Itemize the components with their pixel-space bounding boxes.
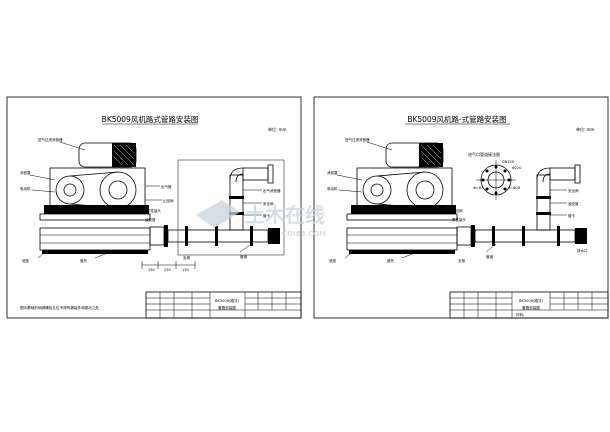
right-base <box>346 213 458 254</box>
right-detail-dia: Φ220 <box>512 166 521 170</box>
right-discharge-pipe <box>456 225 587 247</box>
right-intake-filter <box>385 142 444 168</box>
right-label-motor: 电动机 <box>327 186 338 191</box>
left-title: BK5009风机路式管路安装图 <box>102 114 199 124</box>
left-label-filter: 进气过滤消音器 <box>38 137 63 142</box>
right-sheet: BK5009风机路-式管路安装图 单位: mm <box>313 96 609 319</box>
left-label-cover: 消音罩 <box>20 170 31 175</box>
right-detail-title: 进气口管道接法图 <box>468 151 500 157</box>
left-footer-note: 图中基础的地脚螺栓孔位不得有漏装件和振动之处 <box>20 305 99 310</box>
left-label-bellows: 波纹管 <box>145 217 156 222</box>
left-label-check: 止回阀 <box>163 198 174 203</box>
left-tb-model: BK5009(路式) <box>215 298 240 303</box>
left-label-valve: 安全阀 <box>263 201 274 206</box>
right-label-base: 底座 <box>329 258 337 263</box>
right-detail-n: Φ=8 <box>473 186 481 190</box>
right-label-check: 止回阀 <box>452 208 463 213</box>
left-label-motor: 电动机 <box>20 186 31 191</box>
left-dimensions: 190 230 130 <box>141 261 196 272</box>
left-intake-filter <box>78 142 137 168</box>
left-dim-3: 130 <box>182 268 189 272</box>
right-label-flex: 柔性接头 <box>452 217 466 222</box>
left-leaders: 进气过滤消音器 消音罩 电动机 出气管 止回阀 柔性接头 波纹管 出气消音器 安… <box>20 137 281 263</box>
right-flange-detail: 进气口管道接法图 DN150 Φ220 Φ=8 n=Φ18 <box>468 151 521 200</box>
right-label-support: 管托 <box>387 258 395 263</box>
left-label-clamp: 管卡 <box>263 213 271 218</box>
left-label-pipe: 管道 <box>240 254 247 259</box>
right-scale-note: 单位: mm <box>576 126 595 132</box>
right-detail-holes: n=Φ18 <box>508 186 520 190</box>
right-label-anchor: 支墩 <box>458 258 466 263</box>
left-tb-name: 管路安装图 <box>218 305 236 310</box>
left-label-anchor: 支墩 <box>183 255 190 260</box>
left-label-silencer: 出气消音器 <box>263 188 281 193</box>
left-base <box>39 213 151 254</box>
left-scale-note: 单位: mm <box>268 126 287 132</box>
right-label-valve: 安全阀 <box>568 188 579 193</box>
left-title-block: BK5009(路式) 管路安装图 <box>145 291 302 319</box>
right-label-bellows: 波纹管 <box>568 201 579 206</box>
right-blower <box>351 167 456 214</box>
watermark: 土木在线 COI88.COM <box>196 200 326 238</box>
right-leaders: 进气过滤消音器 消音罩 电动机 止回阀 柔性接头 安全阀 波纹管 管卡 底座 管… <box>327 137 588 263</box>
left-dim-2: 230 <box>164 268 171 272</box>
right-tb-material: 材料: <box>516 312 524 317</box>
watermark-text: 土木在线 <box>245 203 325 227</box>
left-label-support: 管托 <box>80 258 87 263</box>
left-discharge-pipe <box>149 225 280 247</box>
right-tb-name: 管路安装图 <box>522 305 540 310</box>
left-blower <box>44 167 149 214</box>
left-label-base: 底座 <box>22 258 29 263</box>
right-title-block: BK5009(路式) 管路安装图 材料: <box>449 291 609 319</box>
left-label-outlet: 出气管 <box>161 184 172 189</box>
right-label-pipe: 管道 <box>486 254 494 259</box>
left-sheet: BK5009风机路式管路安装图 单位: mm <box>6 96 302 319</box>
left-label-flex: 柔性接头 <box>147 208 161 213</box>
right-tb-model: BK5009(路式) <box>519 298 544 303</box>
right-label-cover: 消音罩 <box>327 170 338 175</box>
left-dim-1: 190 <box>148 268 155 272</box>
right-detail-dn: DN150 <box>502 160 514 164</box>
right-outlet-stack <box>536 164 581 231</box>
right-label-clamp: 管卡 <box>568 213 576 218</box>
right-title: BK5009风机路-式管路安装图 <box>407 114 506 124</box>
right-label-drain: 排水口 <box>577 248 588 253</box>
right-label-filter: 进气过滤消音器 <box>345 137 370 142</box>
watermark-sub: COI88.COM <box>282 230 326 238</box>
